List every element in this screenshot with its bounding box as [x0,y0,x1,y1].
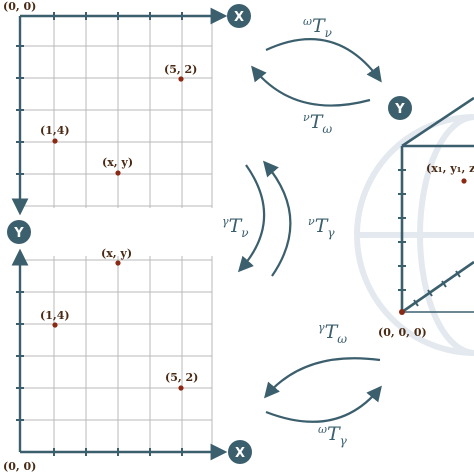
arrow-mid-left [237,164,266,273]
arrow-mid-right [263,160,292,277]
top-point-x-y-label: (x, y) [102,156,133,169]
top-point-x-y [115,170,121,176]
top-origin-label: (0, 0) [3,0,36,13]
bottom-grid-lines [20,256,213,452]
bottom-point-1-4 [52,322,58,328]
label-bottom-upper: γTω [318,321,347,346]
arrow-bottom-upper [264,357,381,399]
cube-diagonal-edge [401,96,474,148]
bottom-x-axis-badge: X [228,440,252,464]
arrow-bottom-lower [265,385,382,423]
top-grid-lines [20,16,213,208]
svg-text:Y: Y [394,102,405,117]
bottom-point-x-y [115,260,121,266]
bottom-axis-ticks [16,291,183,456]
top-grid: (0, 0) (5, 2) (1,4) (x, y) [3,0,228,216]
arrow-top-forward [265,38,382,83]
top-point-5-2 [178,76,184,82]
label-top-backward: νTω [303,111,332,136]
cube-point [461,178,467,184]
cube-origin-point [399,309,405,315]
top-point-1-4-label: (1,4) [40,124,70,137]
middle-y-axis-badge: Y [7,220,31,244]
label-top-forward: ωTν [303,15,332,40]
cube-z-axis [401,260,474,314]
arrow-top-backward [251,65,371,107]
cube-axis-ticks [398,169,461,307]
top-axis-ticks [16,12,183,175]
cube-point-label: (x₁, y₁, z [426,162,474,175]
bottom-point-5-2 [178,385,184,391]
bottom-grid: (0, 0) (x, y) (1,4) (5, 2) [3,247,228,473]
label-bottom-lower: ωTγ [318,423,348,448]
cube-origin-label: (0, 0, 0) [378,326,427,339]
top-point-1-4 [52,138,58,144]
bottom-point-x-y-label: (x, y) [101,247,132,260]
top-x-axis-badge: X [227,4,251,28]
cube-y-axis-badge: Y [388,96,412,120]
top-point-5-2-label: (5, 2) [164,63,197,76]
cube-3d: (0, 0, 0) (x₁, y₁, z [378,96,474,339]
label-mid-right: νTγ [308,215,335,240]
bottom-point-1-4-label: (1,4) [40,309,70,322]
label-mid-left: γTν [222,215,249,240]
watermark-globe [354,114,474,356]
bottom-origin-label: (0, 0) [3,460,36,473]
svg-text:X: X [235,446,245,461]
bottom-point-5-2-label: (5, 2) [165,371,198,384]
svg-text:Y: Y [13,226,24,241]
svg-text:X: X [234,10,244,25]
